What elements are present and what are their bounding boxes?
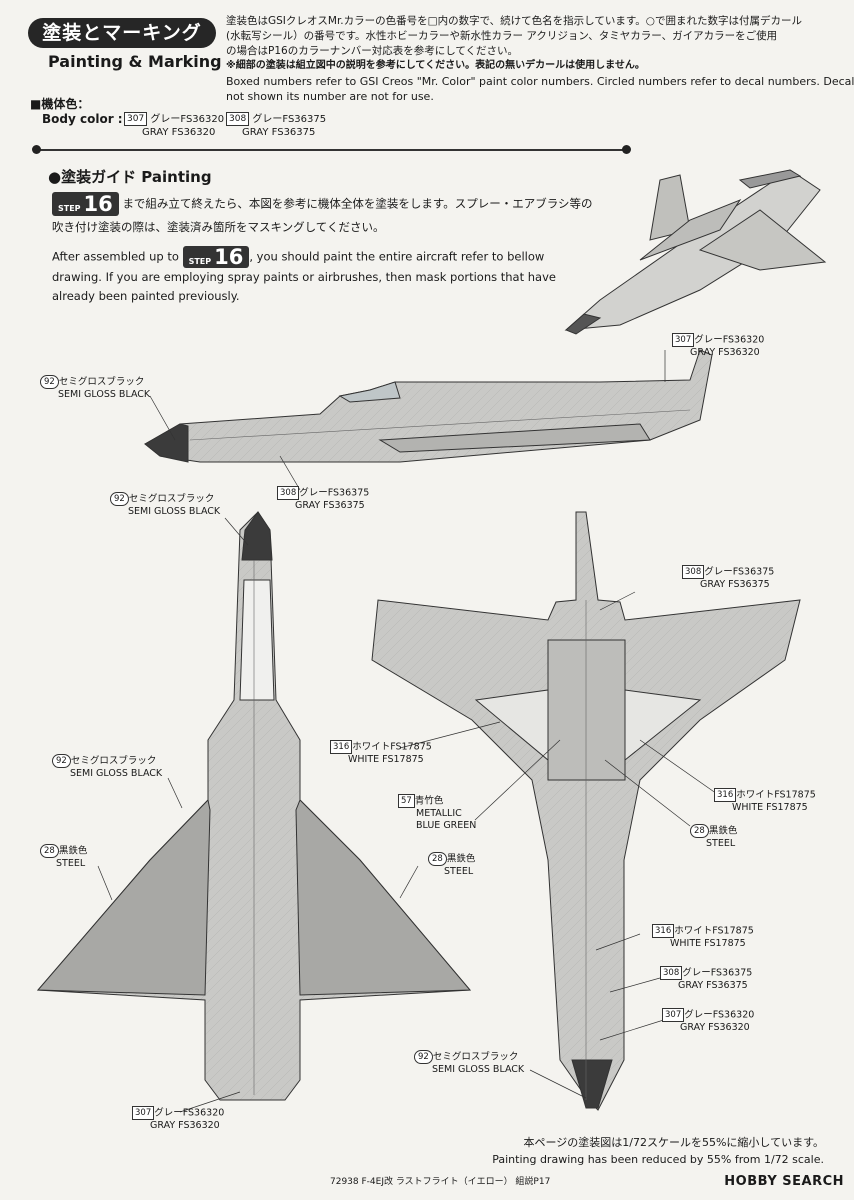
body-swatch-307: 307 グレーFS36320 GRAY FS36320: [124, 112, 224, 139]
scale-note-jp: 本ページの塗装図は1/72スケールを55%に縮小しています。: [523, 1136, 825, 1149]
swatch-en: GRAY FS36375: [242, 127, 316, 138]
section-divider: [36, 149, 626, 151]
scale-note-en: Painting drawing has been reduced by 55%…: [492, 1153, 824, 1166]
top-view: [36, 511, 472, 1101]
body-color-title: ■機体色：: [30, 97, 90, 111]
intro-jp-line-1: 塗装色はGSIクレオスMr.カラーの色番号を□内の数字で、続けて色名を指示してい…: [226, 15, 802, 27]
swatch-jp: グレーFS36375: [252, 114, 327, 125]
step-text-jp-2: 吹き付け塗装の際は、塗装済み箇所をマスキングしてください。: [52, 220, 385, 234]
watermark-brand: HOBBY SEARCH: [724, 1174, 844, 1189]
side-view: [144, 349, 713, 463]
painting-guide-title: ●塗装ガイド Painting: [48, 168, 212, 186]
intro-en-line-2: not shown its number are not for use.: [226, 90, 434, 103]
page-footer: 72938 F-4EJ改 ラストフライト（イエロー） 組説P17: [330, 1177, 551, 1187]
section-title-badge: 塗装とマーキング: [28, 18, 216, 48]
bottom-view: [371, 511, 801, 1111]
intro-note: ※細部の塗装は組立図中の説明を参考にしてください。表記の無いデカールは使用しませ…: [226, 60, 645, 71]
step-text-jp-1: まで組み立て終えたら、本図を参考に機体全体を塗装をします。スプレー・エアブラシ等…: [122, 196, 593, 211]
body-color-label: Body color :: [42, 112, 123, 126]
swatch-jp: グレーFS36320: [150, 114, 225, 125]
color-code-box: 307: [124, 112, 148, 126]
intro-jp-line-3: の場合はP16のカラーナンバー対応表を参考にしてください。: [226, 45, 519, 57]
divider-dot-right: [622, 145, 631, 154]
intro-jp-line-2: (水転写シール）の番号です。水性ホビーカラーや新水性カラー アクリジョン、タミヤ…: [226, 30, 778, 42]
section-subtitle: Painting & Marking: [48, 52, 222, 71]
swatch-en: GRAY FS36320: [142, 127, 216, 138]
perspective-view: [564, 169, 827, 335]
body-swatch-308: 308 グレーFS36375 GRAY FS36375: [226, 112, 326, 139]
divider-dot-left: [32, 145, 41, 154]
leader-lines: [97, 350, 721, 1113]
intro-en-line-1: Boxed numbers refer to GSI Creos "Mr. Co…: [226, 75, 854, 88]
